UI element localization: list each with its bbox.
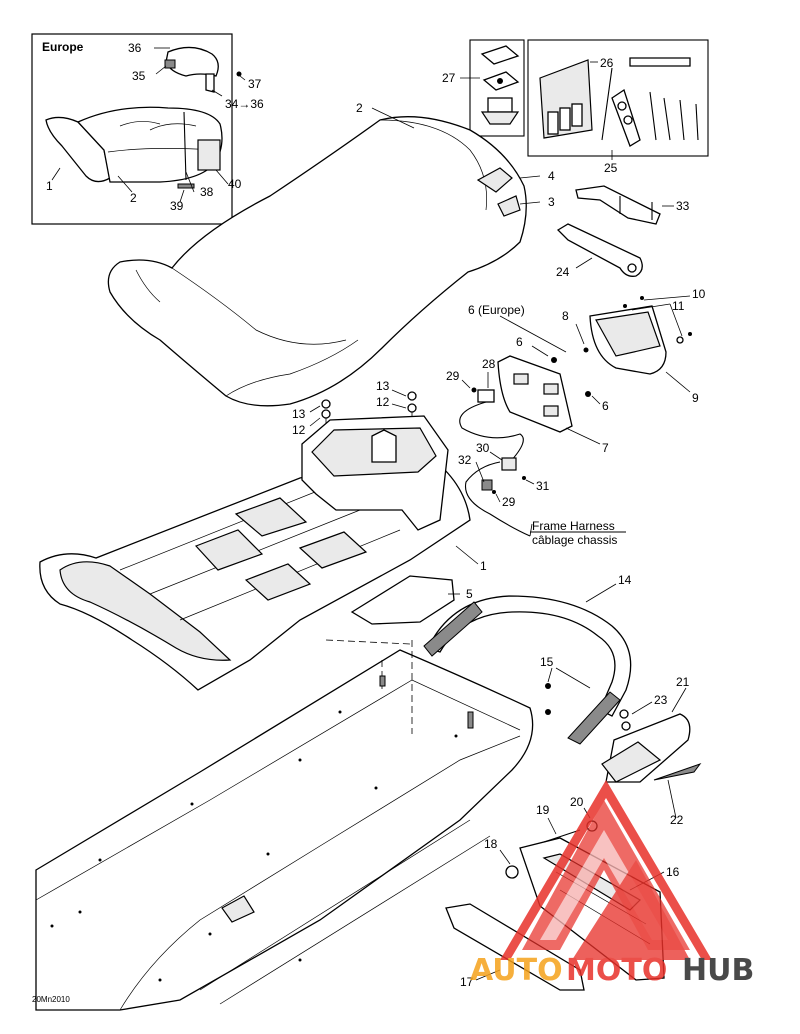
footer-code: 20Mn2010 — [32, 995, 70, 1004]
label-1: 1 — [480, 559, 487, 573]
backrest-illustration — [164, 46, 242, 93]
harness-label-fr: câblage chassis — [532, 533, 617, 547]
tunnel-illustration — [35, 639, 534, 1011]
bracket-33-illustration: 33 — [575, 185, 690, 225]
inset-region-label: Europe — [42, 40, 84, 54]
label-8: 8 — [562, 309, 569, 323]
label-33: 33 — [676, 199, 690, 213]
label-13a: 13 — [292, 407, 306, 421]
grab-handle-illustration: 14 15 — [423, 573, 632, 745]
taillight-illustration: 10 11 9 — [589, 287, 706, 405]
label-12a: 12 — [292, 423, 306, 437]
label-35: 35 — [132, 69, 146, 83]
bracket-24-illustration: 24 — [556, 223, 643, 279]
label-9: 9 — [692, 391, 699, 405]
label-7: 7 — [602, 441, 609, 455]
label-36: 36 — [128, 41, 142, 55]
label-4: 4 — [548, 169, 555, 183]
label-16: 16 — [666, 865, 680, 879]
label-40: 40 — [228, 177, 242, 191]
label-37: 37 — [248, 77, 262, 91]
seat-base-illustration: 1 — [39, 415, 487, 691]
harness-label-en: Frame Harness — [532, 519, 615, 533]
europe-seat-illustration — [45, 106, 223, 189]
label-34-36: 34→36 — [225, 97, 264, 111]
label-31: 31 — [536, 479, 550, 493]
label-26: 26 — [600, 56, 614, 70]
watermark-text-moto: MOTO — [566, 953, 667, 988]
label-10: 10 — [692, 287, 706, 301]
watermark-text-hub: HUB — [682, 953, 754, 988]
label-17: 17 — [460, 975, 474, 989]
label-12b: 12 — [376, 395, 390, 409]
label-3: 3 — [548, 195, 555, 209]
label-15: 15 — [540, 655, 554, 669]
label-20: 20 — [570, 795, 584, 809]
label-21: 21 — [676, 675, 690, 689]
label-28: 28 — [482, 357, 496, 371]
label-32: 32 — [458, 453, 472, 467]
label-6-europe: 6 (Europe) — [468, 303, 525, 317]
label-6b: 6 — [602, 399, 609, 413]
label-11: 11 — [672, 299, 685, 313]
tool-kit-illustration: 26 25 — [527, 39, 709, 175]
watermark-text-auto: AUTO — [470, 953, 563, 988]
label-13b: 13 — [376, 379, 390, 393]
label-38: 38 — [200, 185, 214, 199]
label-6a: 6 — [516, 335, 523, 349]
label-27: 27 — [442, 71, 456, 85]
plate-5-illustration: 5 — [350, 575, 473, 625]
label-23: 23 — [654, 693, 668, 707]
label-30: 30 — [476, 441, 490, 455]
bracket-27-illustration: 27 — [442, 39, 525, 137]
label-1-inset: 1 — [46, 179, 53, 193]
main-seat-illustration: 2 4 3 — [107, 101, 555, 407]
label-5: 5 — [466, 587, 473, 601]
rear-panel-illustration: 7 6 (Europe) 6 6 8 — [468, 303, 609, 455]
watermark-triangle-icon — [500, 780, 712, 960]
label-25: 25 — [604, 161, 618, 175]
rear-light-21-illustration: 21 23 22 — [601, 675, 702, 827]
wiring-illustration: 29 28 30 32 31 29 Frame Harness câblage … — [446, 357, 626, 547]
hardware-12-13: 13 12 13 12 — [292, 379, 417, 470]
label-39: 39 — [170, 199, 184, 213]
label-2: 2 — [356, 101, 363, 115]
europe-inset: Europe 36 35 37 34→36 — [31, 33, 264, 225]
label-29a: 29 — [446, 369, 460, 383]
label-24: 24 — [556, 265, 570, 279]
label-14: 14 — [618, 573, 632, 587]
label-18: 18 — [484, 837, 498, 851]
label-19: 19 — [536, 803, 550, 817]
label-29b: 29 — [502, 495, 516, 509]
label-22: 22 — [670, 813, 684, 827]
label-2-inset: 2 — [130, 191, 137, 205]
watermark-logo: AUTO MOTO HUB — [470, 780, 754, 988]
